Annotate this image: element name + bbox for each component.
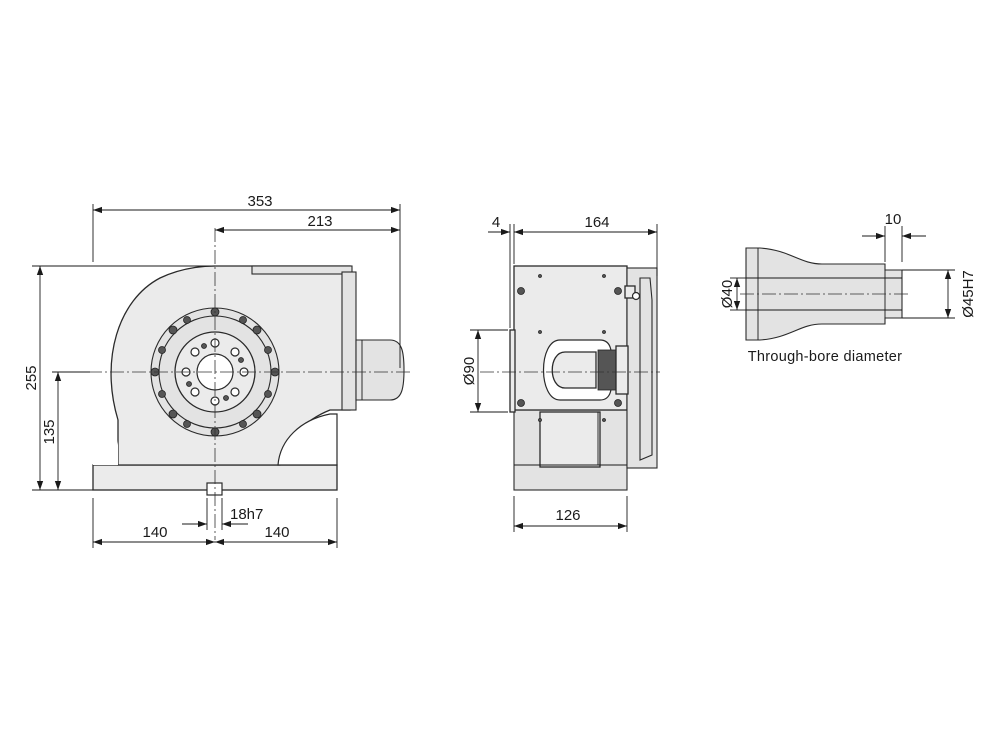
bore-caption: Through-bore diameter: [748, 349, 903, 365]
front-view: [88, 228, 410, 540]
side-pilot: [509, 329, 516, 413]
front-top-strip: [251, 265, 353, 275]
front-dimensions: 353 213 255 135 140 140 18h7: [23, 193, 401, 548]
dim-pilot-diameter: Ø90: [461, 357, 478, 385]
side-dimensions: 4 164 Ø90 126: [461, 214, 658, 532]
dim-base-depth: 126: [555, 507, 580, 524]
dim-counterbore-length: 10: [885, 211, 902, 228]
dim-bore-large: Ø45H7: [960, 270, 977, 318]
side-connector-body: [551, 351, 597, 389]
dim-bore-small: Ø40: [719, 280, 736, 308]
front-side-housing: [341, 271, 357, 411]
side-rear-flange: [639, 277, 653, 461]
side-view: [480, 265, 660, 491]
dim-overall-width: 353: [247, 193, 272, 210]
dim-base-left: 140: [142, 524, 167, 541]
bore-detail: Ø40 Ø45H7 10 Through-bore diameter: [719, 211, 977, 365]
key-slot: [206, 482, 223, 496]
dim-key-slot: 18h7: [230, 506, 263, 523]
front-foot-cutout-left: [93, 440, 118, 465]
outer-bolt-holes: [150, 307, 280, 437]
dim-offset: 4: [492, 214, 500, 231]
dim-depth: 164: [584, 214, 609, 231]
dim-center-height: 135: [41, 419, 58, 444]
side-base-boss: [539, 411, 601, 468]
front-foot-cutout: [277, 413, 338, 466]
dim-base-right: 140: [264, 524, 289, 541]
dim-center-to-edge: 213: [307, 213, 332, 230]
inner-bolt-holes: [181, 338, 249, 406]
front-motor: [355, 339, 405, 401]
side-connector-nut: [615, 345, 629, 395]
side-knurled-connector: [597, 349, 617, 391]
dim-total-height: 255: [23, 365, 40, 390]
